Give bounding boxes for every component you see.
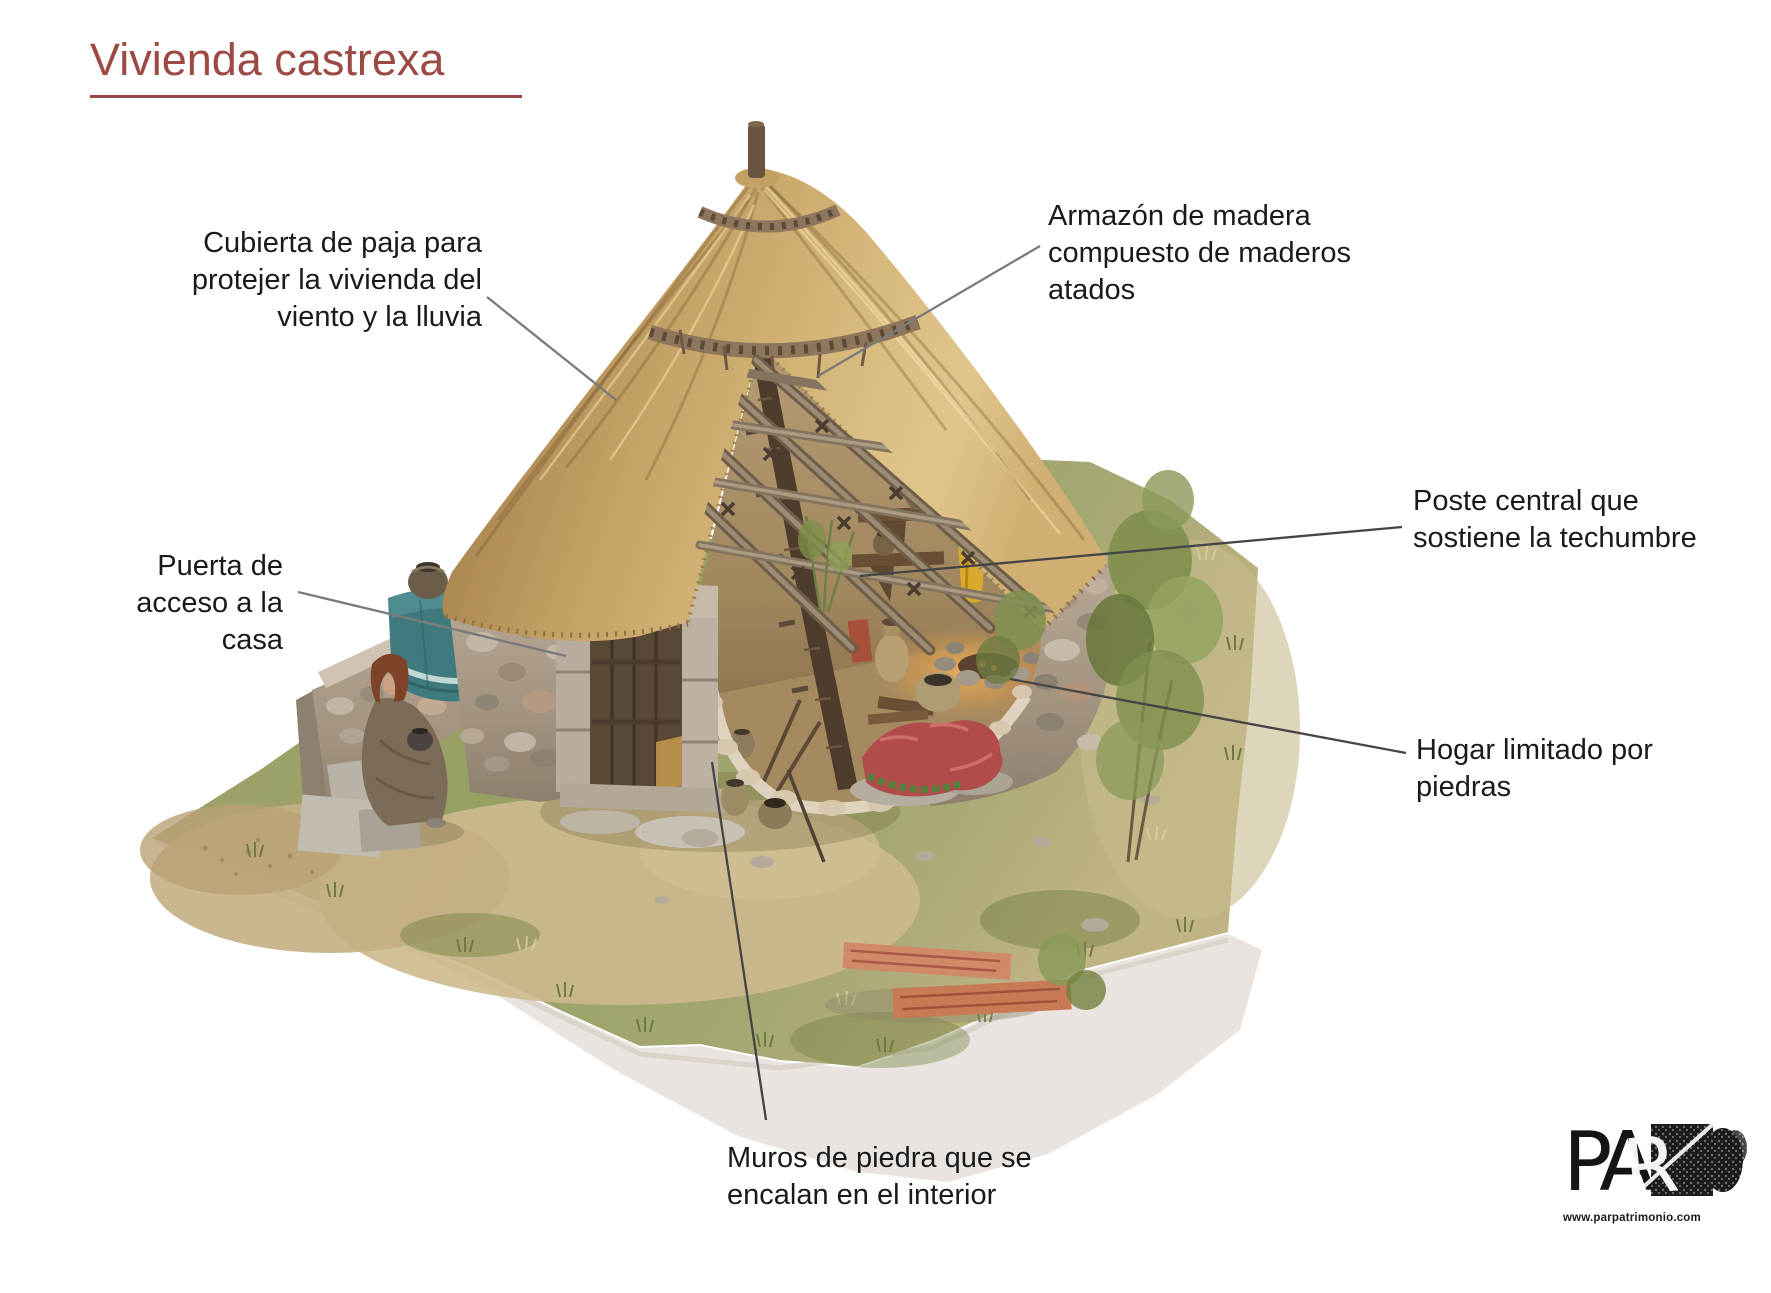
bush	[1038, 934, 1106, 1010]
label-line: acceso a la	[136, 587, 283, 619]
label-line: sostiene la techumbre	[1413, 522, 1697, 554]
label-line: viento y la lluvia	[277, 301, 482, 333]
svg-text:PA: PA	[1563, 1118, 1655, 1206]
logo-url: www.parpatrimonio.com	[1563, 1212, 1701, 1224]
label-line: Armazón de madera	[1048, 200, 1311, 232]
leader-line-armazon	[817, 245, 1041, 377]
stick	[786, 769, 826, 863]
leader-lines	[297, 245, 1407, 1121]
logo-mark: PA R	[1563, 1115, 1747, 1214]
leader-line-muros	[710, 761, 768, 1121]
props	[654, 470, 1223, 1023]
label-line: encalan en el interior	[727, 1179, 997, 1211]
label-line: protejer la vivienda del	[191, 264, 482, 296]
label-central-post: Poste central que sostiene la techumbre	[1413, 483, 1743, 557]
leader-line-cubierta	[486, 296, 617, 401]
pot-on-wall	[408, 562, 448, 599]
label-line: compuesto de maderos	[1048, 237, 1352, 269]
leader-line-poste	[859, 525, 1403, 578]
label-line: Muros de piedra que se	[727, 1142, 1032, 1174]
label-line: atados	[1048, 274, 1136, 306]
label-line: Hogar limitado por	[1416, 734, 1653, 766]
plant-by-door	[798, 515, 856, 613]
logo: PA R www.parpatrimonio.com	[1563, 1115, 1758, 1224]
label-line: Poste central que	[1413, 485, 1639, 517]
bush	[976, 590, 1046, 684]
roof-finial	[735, 121, 779, 188]
leader-line-puerta	[297, 590, 567, 658]
woman-figure	[297, 653, 464, 858]
roof-band	[697, 204, 841, 233]
label-line: piedras	[1416, 771, 1512, 803]
bush	[1086, 470, 1223, 863]
leader-line-hogar	[1009, 677, 1407, 755]
thatched-roof	[442, 121, 1108, 642]
label-line: casa	[221, 624, 283, 656]
pots-by-door	[721, 779, 792, 829]
label-line: Puerta de	[157, 550, 283, 582]
label-hearth: Hogar limitado por piedras	[1416, 732, 1736, 806]
label-stone-walls: Muros de piedra que se encalan en el int…	[727, 1140, 1057, 1214]
label-line: Cubierta de paja para	[203, 227, 482, 259]
label-wood-frame: Armazón de madera compuesto de maderos a…	[1048, 198, 1378, 309]
wood-planks	[825, 942, 1072, 1023]
label-door: Puerta de acceso a la casa	[95, 548, 283, 659]
page-title: Vivienda castrexa	[90, 34, 522, 98]
red-blanket	[850, 672, 1013, 806]
label-thatch-cover: Cubierta de paja para protejer la vivien…	[168, 225, 482, 336]
